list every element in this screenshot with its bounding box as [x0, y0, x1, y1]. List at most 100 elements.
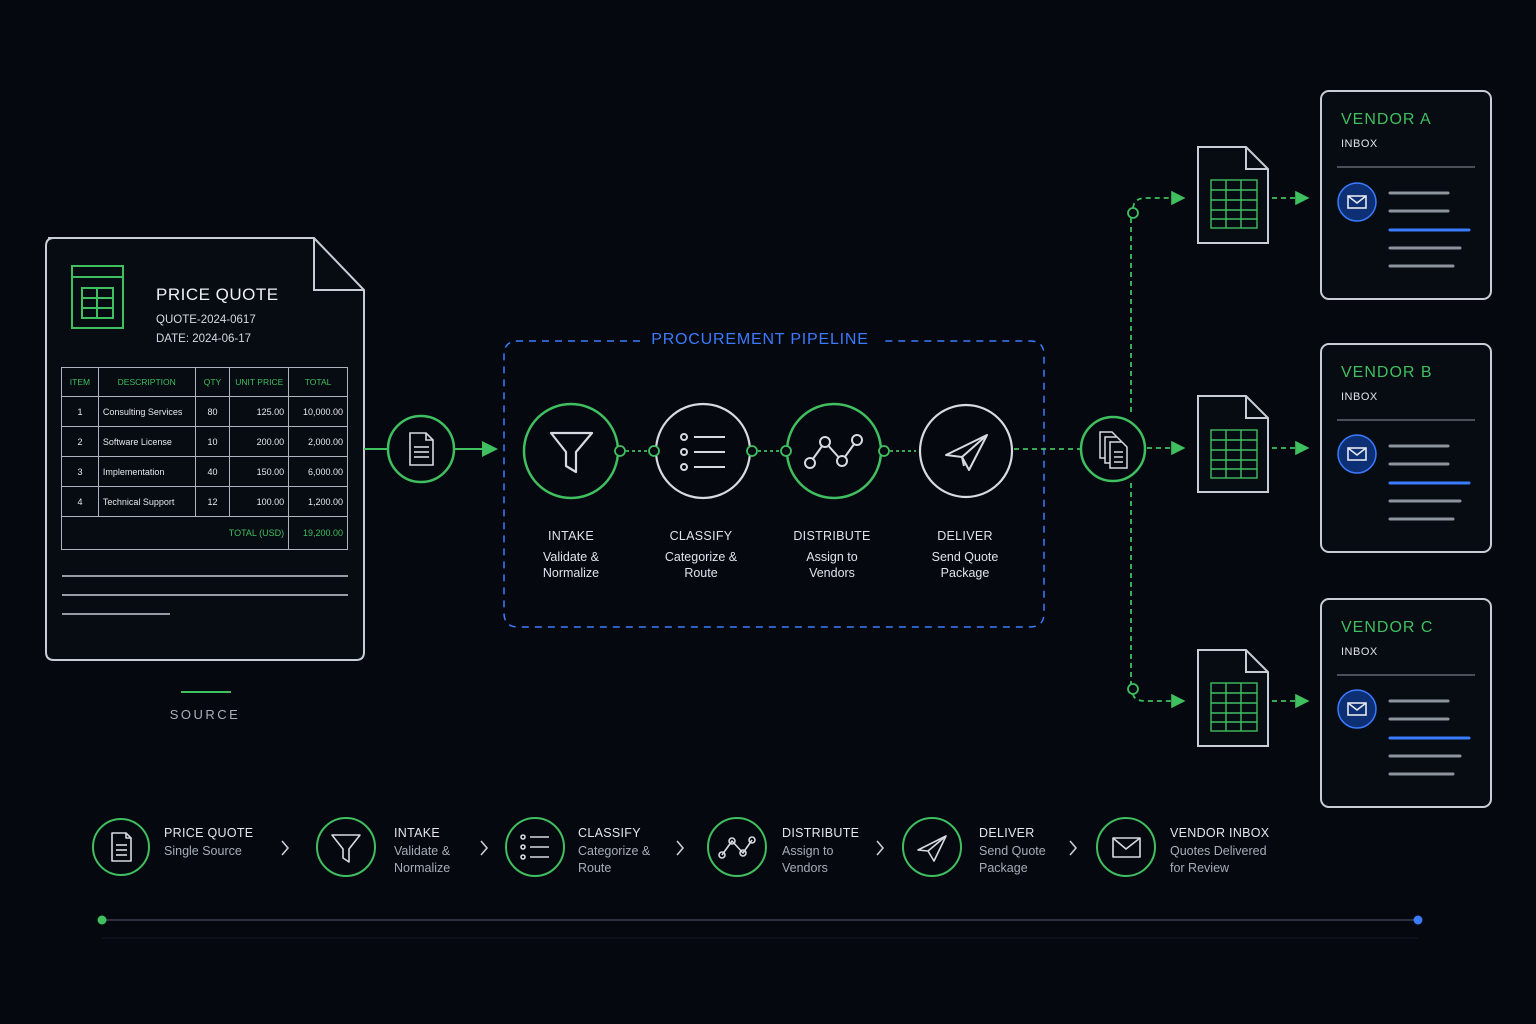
- spreadsheet-icon: [71, 265, 124, 329]
- pipeline-box: [503, 340, 1045, 628]
- stage-title: DISTRIBUTE: [793, 529, 871, 543]
- cell-description: Technical Support: [97, 486, 196, 517]
- list-icon: [520, 834, 549, 860]
- legend-circle-1: [92, 818, 150, 876]
- doc-title: PRICE QUOTE: [156, 285, 279, 304]
- legend-desc: Validate &: [394, 844, 451, 858]
- envelope-icon: [1347, 195, 1367, 209]
- cell-qty: 40: [194, 456, 231, 487]
- sheet-doc-b: [1197, 395, 1269, 493]
- vendor-inbox-b: INBOX: [1341, 391, 1378, 403]
- envelope-icon: [1347, 447, 1367, 461]
- table-row: 1 Consulting Services 80 125.00 10,000.0…: [61, 396, 348, 427]
- vendor-inbox-a: INBOX: [1341, 138, 1378, 150]
- envelope-icon: [1347, 702, 1367, 716]
- chevron-right-icon: [281, 840, 1078, 856]
- legend-title: VENDOR INBOX: [1170, 826, 1270, 840]
- doc-node: [386, 414, 456, 484]
- legend-desc: Send Quote: [979, 844, 1046, 858]
- col-header: UNIT PRICE: [229, 367, 290, 397]
- cell-qty: 12: [194, 486, 231, 517]
- cell-total: 1,200.00: [288, 486, 348, 517]
- paper-plane-icon: [917, 835, 947, 862]
- legend-item-classify: CLASSIFY Categorize & Route: [578, 826, 650, 877]
- col-header: DESCRIPTION: [97, 367, 196, 397]
- legend-desc: for Review: [1170, 861, 1230, 875]
- legend-title: CLASSIFY: [578, 826, 641, 840]
- legend-item-vendor-inbox: VENDOR INBOX Quotes Delivered for Review: [1170, 826, 1269, 877]
- stage-desc: Send Quote: [931, 549, 999, 564]
- legend-desc: Single Source: [164, 844, 242, 858]
- total-label: TOTAL (USD): [60, 516, 290, 550]
- legend-item-price-quote: PRICE QUOTE Single Source: [164, 826, 253, 860]
- col-header: TOTAL: [288, 367, 348, 397]
- vendor-name-c: VENDOR C: [1341, 619, 1434, 636]
- envelope-icon: [1112, 837, 1141, 858]
- cell-item: 3: [61, 456, 99, 487]
- cell-item: 1: [61, 396, 99, 427]
- cell-total: 2,000.00: [288, 426, 348, 457]
- pipeline-title: PROCUREMENT PIPELINE: [640, 331, 880, 349]
- vendor-card-a: [1320, 90, 1492, 300]
- stage-title: DELIVER: [937, 529, 993, 543]
- legend-title: PRICE QUOTE: [164, 826, 254, 840]
- legend-desc: Vendors: [782, 861, 828, 875]
- stage-desc: Route: [684, 566, 718, 580]
- stage-desc: Vendors: [809, 566, 855, 580]
- legend-title: INTAKE: [394, 826, 441, 840]
- vendor-name-a: VENDOR A: [1341, 111, 1432, 128]
- legend-desc: Package: [979, 861, 1028, 875]
- stage-label-intake: INTAKE Validate & Normalize: [506, 528, 636, 582]
- legend-desc: Normalize: [394, 861, 451, 875]
- stage-circle-deliver: [918, 403, 1014, 499]
- col-header: ITEM: [61, 367, 99, 397]
- stage-label-distribute: DISTRIBUTE Assign to Vendors: [767, 528, 897, 582]
- table-total-row: TOTAL (USD) 19,200.00: [60, 516, 348, 550]
- stage-desc: Validate &: [542, 549, 600, 564]
- stage-label-deliver: DELIVER Send Quote Package: [900, 528, 1030, 582]
- col-header: QTY: [194, 367, 231, 397]
- legend-desc: Route: [578, 861, 612, 875]
- table-row: 2 Software License 10 200.00 2,000.00: [61, 426, 348, 457]
- stage-label-classify: CLASSIFY Categorize & Route: [636, 528, 766, 582]
- document-icon: [409, 432, 434, 466]
- stage-desc: Normalize: [542, 566, 600, 580]
- legend-item-intake: INTAKE Validate & Normalize: [394, 826, 450, 877]
- stage-desc: Categorize &: [664, 549, 738, 564]
- legend-circle-6: [1096, 817, 1156, 877]
- cell-description: Software License: [97, 426, 196, 457]
- stage-circle-intake: [522, 402, 620, 500]
- cell-qty: 80: [194, 396, 231, 427]
- stage-title: INTAKE: [547, 529, 595, 543]
- cell-total: 6,000.00: [288, 456, 348, 487]
- doc-date: DATE: 2024-06-17: [156, 333, 252, 345]
- legend-desc: Categorize &: [578, 844, 651, 858]
- document-icon: [111, 832, 132, 862]
- legend-item-deliver: DELIVER Send Quote Package: [979, 826, 1046, 877]
- paper-plane-icon: [945, 434, 988, 471]
- cell-item: 2: [61, 426, 99, 457]
- cell-description: Implementation: [97, 456, 196, 487]
- table-row: 3 Implementation 40 150.00 6,000.00: [61, 456, 348, 487]
- doc-quote-id: QUOTE-2024-0617: [156, 314, 256, 326]
- source-caption: SOURCE: [169, 707, 241, 722]
- funnel-icon: [549, 431, 594, 474]
- vendor-name-b: VENDOR B: [1341, 364, 1433, 381]
- legend-desc: Quotes Delivered: [1170, 844, 1267, 858]
- cell-item: 4: [61, 486, 99, 517]
- stage-desc: Package: [940, 566, 990, 580]
- network-icon: [718, 836, 756, 859]
- cell-qty: 10: [194, 426, 231, 457]
- quote-table: ITEM DESCRIPTION QTY UNIT PRICE TOTAL 1 …: [60, 367, 348, 550]
- legend-circle-2: [316, 817, 376, 877]
- cell-unit-price: 125.00: [229, 396, 290, 427]
- cell-unit-price: 100.00: [229, 486, 290, 517]
- legend-title: DISTRIBUTE: [782, 826, 860, 840]
- vendor-inbox-c: INBOX: [1341, 646, 1378, 658]
- vendor-card-b: [1320, 343, 1492, 553]
- copies-icon: [1099, 431, 1128, 469]
- legend-item-distribute: DISTRIBUTE Assign to Vendors: [782, 826, 859, 877]
- cell-total: 10,000.00: [288, 396, 348, 427]
- total-value: 19,200.00: [288, 516, 348, 550]
